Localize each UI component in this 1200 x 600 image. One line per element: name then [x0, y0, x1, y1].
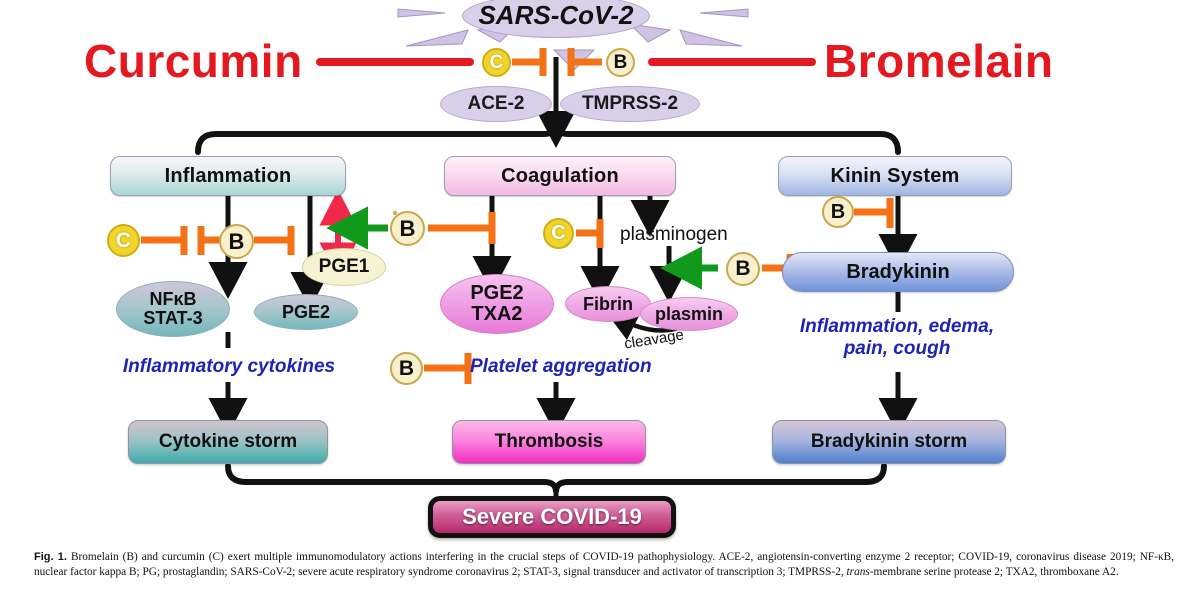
mediator-bradykinin[interactable]: Bradykinin: [782, 252, 1014, 292]
agent-bromelain-top: B: [606, 48, 635, 77]
agent-bromelain-platelet: B: [390, 352, 423, 385]
pathway-diagram: Curcumin Bromelain SARS-CoV-2 C B ACE-2 …: [84, 0, 1054, 538]
figure-caption: Fig. 1. Bromelain (B) and curcumin (C) e…: [34, 550, 1174, 580]
agent-bromelain-inflammation: B: [219, 224, 254, 259]
final-box-severe-covid-19[interactable]: Severe COVID-19: [428, 496, 676, 538]
agent-bromelain-plasmin: B: [726, 252, 760, 286]
inhibitor-curcumin-ace2: [512, 48, 547, 76]
system-box-inflammation[interactable]: Inflammation: [110, 156, 346, 196]
inhibitor-bromelain-pge2: [254, 226, 295, 255]
caption-fig-label: Fig. 1.: [34, 551, 67, 563]
curcumin-title: Curcumin: [84, 35, 303, 87]
storm-box-bradykinin-storm[interactable]: Bradykinin storm: [772, 420, 1006, 464]
caption-line-3-italic: trans: [846, 566, 870, 579]
caption-line-1: Bromelain (B) and curcumin (C) exert mul…: [70, 551, 862, 563]
agent-bromelain-pge1: B: [390, 211, 425, 246]
outcome-platelet-aggregation: Platelet aggregation: [470, 356, 652, 377]
caption-line-3-b: -membrane serine protease 2; TXA2, throm…: [869, 566, 1119, 579]
system-box-coagulation[interactable]: Coagulation: [444, 156, 676, 196]
storm-box-thrombosis[interactable]: Thrombosis: [452, 420, 646, 464]
inhibitor-bromelain-tmprss2: [567, 48, 602, 76]
agent-curcumin-inflammation: C: [107, 224, 140, 257]
inhibitor-bromelain-kinin: [854, 198, 894, 228]
agent-curcumin-coagulation: C: [543, 218, 574, 249]
outcome-kinin-effects: Inflammation, edema, pain, cough: [799, 316, 995, 359]
receptor-ace-2: ACE-2: [440, 86, 552, 122]
mediator-nfkb-stat3: NFκB STAT-3: [116, 281, 230, 337]
caption-line-3-a: signal transducer and activator of trans…: [563, 566, 847, 579]
agent-bromelain-kinin: B: [822, 196, 854, 228]
bracket-three-systems: [195, 123, 901, 155]
mediator-fibrin: Fibrin: [565, 286, 651, 322]
outcome-inflammatory-cytokines: Inflammatory cytokines: [122, 356, 336, 377]
inhibitor-curcumin-fibrin: [576, 219, 604, 248]
storm-box-cytokine-storm[interactable]: Cytokine storm: [128, 420, 328, 464]
inhibitor-bromelain-platelet: [424, 353, 472, 384]
caption-line-2: enzyme 2 receptor; COVID-19, coronavirus…: [34, 551, 1175, 579]
agent-bromelain-coagulation-anchor: [393, 211, 397, 215]
bromelain-title: Bromelain: [824, 35, 1054, 87]
mediator-pge1: PGE1: [302, 248, 386, 286]
mediator-plasminogen: plasminogen: [620, 224, 728, 245]
agent-curcumin-top: C: [482, 48, 511, 77]
inhibitor-bromelain-pge2txa2: [428, 212, 496, 244]
mediator-pge2-left: PGE2: [254, 294, 358, 330]
inhibitor-bromelain-nfkb: [197, 226, 222, 255]
mediator-pge2-txa2: PGE2 TXA2: [440, 274, 554, 334]
system-box-kinin[interactable]: Kinin System: [778, 156, 1012, 196]
virus-node-sars-cov-2: SARS-CoV-2: [462, 0, 650, 38]
mediator-plasmin: plasmin: [640, 297, 738, 331]
receptor-tmprss-2: TMPRSS-2: [560, 86, 700, 122]
inhibitor-curcumin-nfkb: [141, 226, 188, 255]
